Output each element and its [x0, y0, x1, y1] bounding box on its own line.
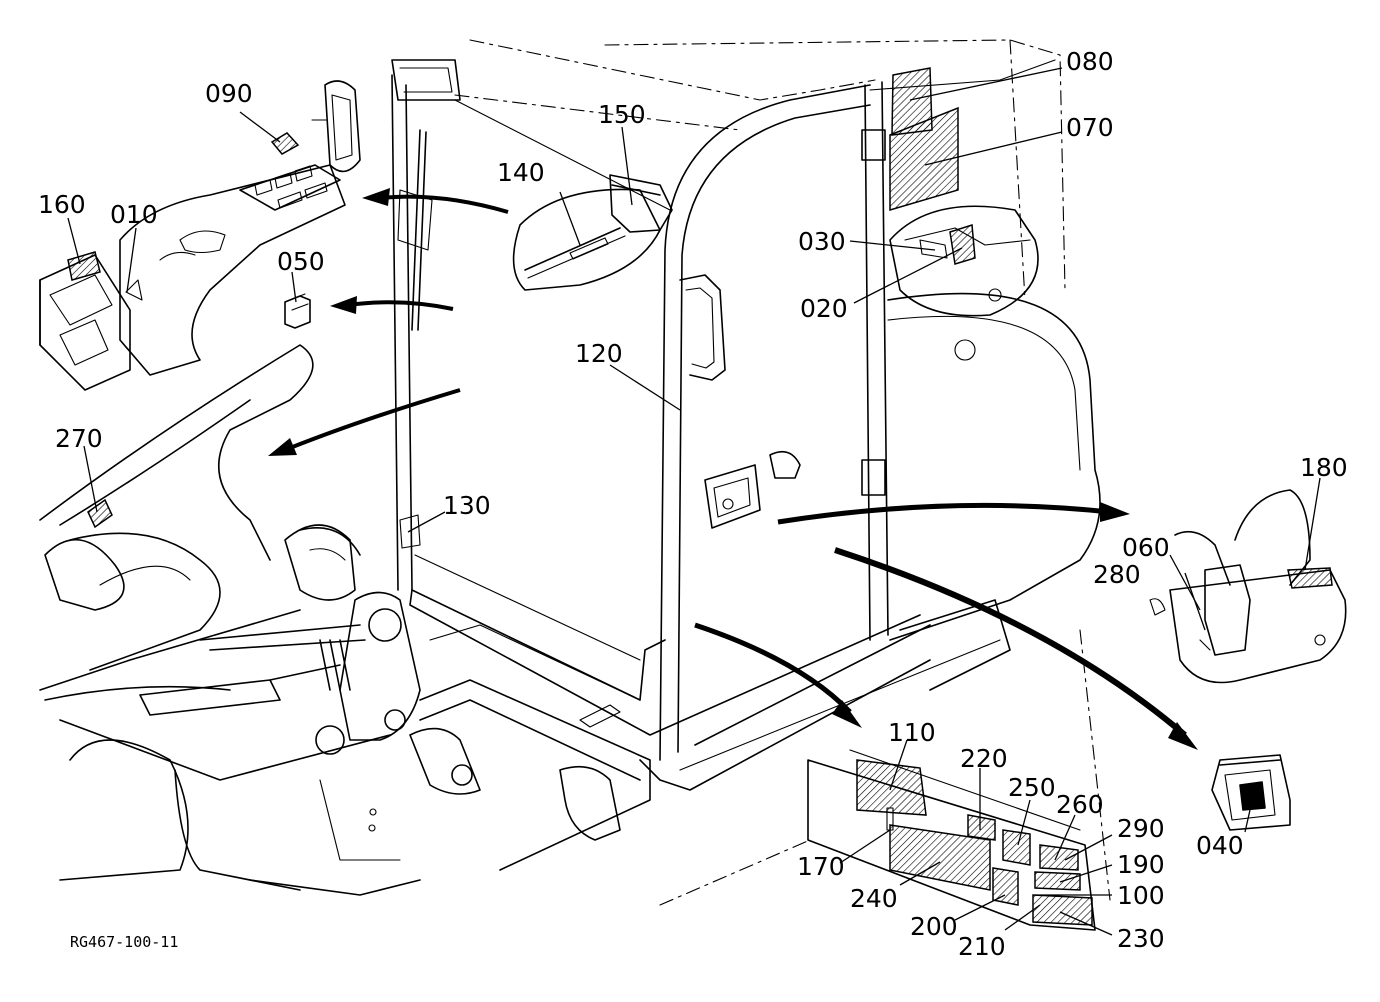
decal-270	[87, 498, 113, 529]
label-220: 220	[960, 744, 1008, 773]
decal-070	[889, 106, 959, 212]
decal-250	[1002, 829, 1031, 866]
label-250: 250	[1008, 773, 1056, 802]
label-010: 010	[110, 200, 158, 229]
part-number-labels: 080 070 090 150 140 160 010 030 050 020 …	[38, 47, 1348, 961]
label-030: 030	[798, 227, 846, 256]
cab-frame	[311, 59, 1101, 791]
decal-180	[1287, 567, 1333, 589]
decal-190	[1034, 871, 1081, 891]
label-210: 210	[958, 932, 1006, 961]
decal-230	[1032, 894, 1093, 926]
label-060: 060	[1122, 533, 1170, 562]
label-140: 140	[497, 158, 545, 187]
cab-roof-outline	[454, 39, 1111, 906]
label-160: 160	[38, 190, 86, 219]
boom-and-undercarriage	[39, 344, 651, 896]
label-110: 110	[888, 718, 936, 747]
label-170: 170	[797, 852, 845, 881]
label-120: 120	[575, 339, 623, 368]
label-070: 070	[1066, 113, 1114, 142]
decal-170	[886, 807, 894, 831]
drawing-code: RG467-100-11	[70, 933, 178, 951]
label-130: 130	[443, 491, 491, 520]
label-150: 150	[598, 100, 646, 129]
label-040: 040	[1196, 831, 1244, 860]
decal-260	[1039, 844, 1079, 871]
label-270: 270	[55, 424, 103, 453]
label-240: 240	[850, 884, 898, 913]
left-control-console	[39, 164, 346, 391]
decal-200	[992, 867, 1019, 906]
indicator-arrows	[268, 188, 1198, 750]
label-100: 100	[1117, 881, 1165, 910]
label-290: 290	[1117, 814, 1165, 843]
label-090: 090	[205, 79, 253, 108]
label-080: 080	[1066, 47, 1114, 76]
decal-240	[889, 824, 991, 891]
label-280: 280	[1093, 560, 1141, 589]
decal-160	[67, 251, 101, 281]
right-joystick-console	[1149, 489, 1347, 684]
label-200: 200	[910, 912, 958, 941]
label-230: 230	[1117, 924, 1165, 953]
decal-220	[967, 814, 996, 841]
decals	[67, 67, 1333, 926]
decal-020	[949, 224, 976, 265]
leader-lines	[67, 67, 1321, 936]
label-180: 180	[1300, 453, 1348, 482]
label-050: 050	[277, 247, 325, 276]
decal-090	[270, 132, 300, 155]
label-020: 020	[800, 294, 848, 323]
connector-050	[284, 293, 311, 329]
label-190: 190	[1117, 850, 1165, 879]
switch-040	[1211, 754, 1291, 831]
label-260: 260	[1056, 790, 1104, 819]
